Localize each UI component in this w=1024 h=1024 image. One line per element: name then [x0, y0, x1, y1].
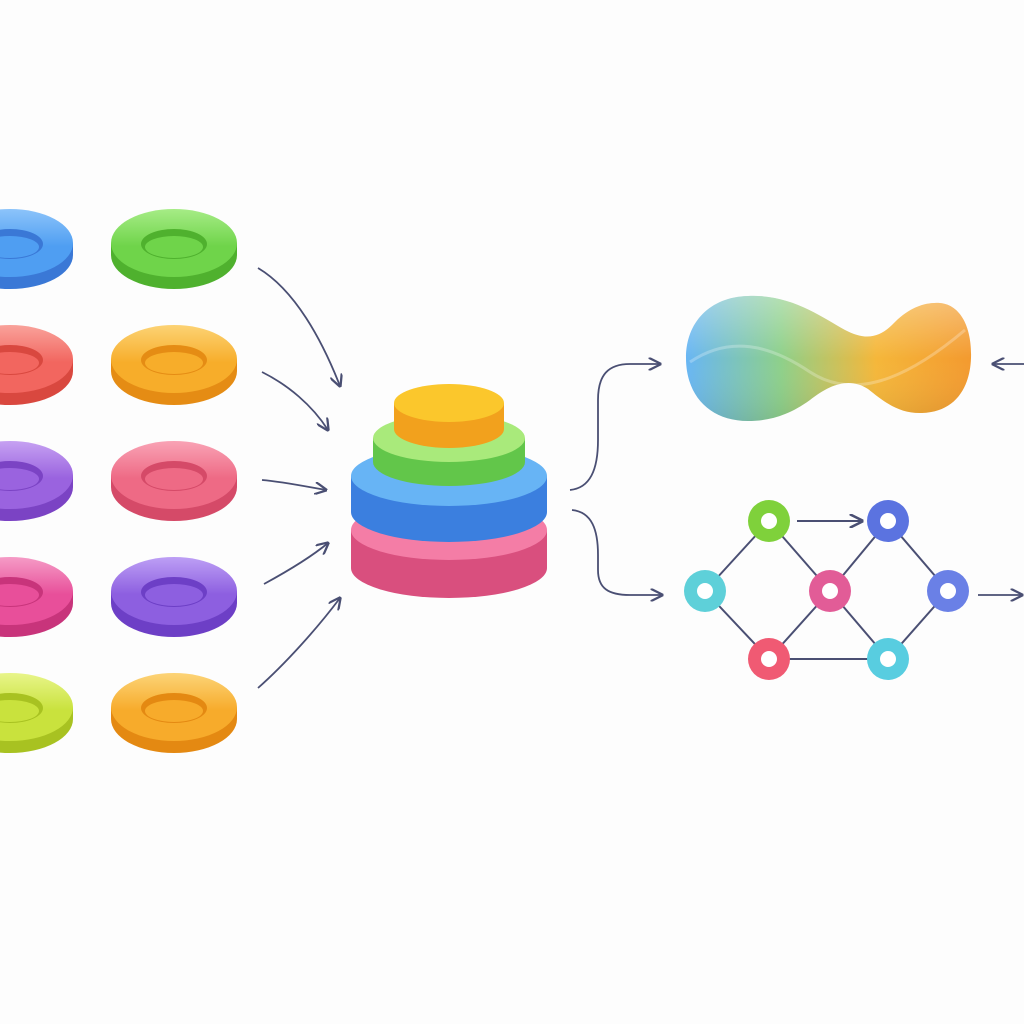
- graph-node-pink-center: [809, 570, 851, 612]
- input-ring-pink: [111, 441, 237, 521]
- input-ring-lime: [0, 673, 73, 753]
- input-arrow-2: [261, 371, 328, 430]
- node-graph: [684, 500, 969, 680]
- stack-layer-orange: [394, 384, 504, 448]
- input-arrows-group: [257, 267, 340, 689]
- blob-swirl: [689, 328, 966, 387]
- input-ring-blue: [0, 209, 73, 289]
- output-arrows-group: [569, 364, 1024, 595]
- input-ring-magenta: [0, 557, 73, 637]
- gradient-blob: [686, 295, 972, 421]
- layer-stack: [351, 384, 547, 598]
- input-ring-orange: [111, 325, 237, 405]
- input-arrow-3: [261, 479, 326, 490]
- graph-node-red: [748, 638, 790, 680]
- input-ring-purple: [0, 441, 73, 521]
- output-arrow-to-blob: [569, 364, 660, 491]
- graph-node-cyan-bottom: [867, 638, 909, 680]
- input-ring-yellow-orange: [111, 673, 237, 753]
- input-arrow-1: [257, 267, 340, 386]
- graph-node-blue-top: [867, 500, 909, 542]
- input-rings-group: [0, 209, 237, 753]
- graph-node-green: [748, 500, 790, 542]
- input-ring-violet: [111, 557, 237, 637]
- input-ring-red: [0, 325, 73, 405]
- graph-node-cyan-left: [684, 570, 726, 612]
- graph-node-blue-right: [927, 570, 969, 612]
- input-arrow-5: [257, 598, 340, 689]
- input-ring-green: [111, 209, 237, 289]
- output-arrow-to-graph: [571, 509, 662, 595]
- blob-shading: [686, 295, 972, 421]
- input-arrow-4: [263, 543, 328, 585]
